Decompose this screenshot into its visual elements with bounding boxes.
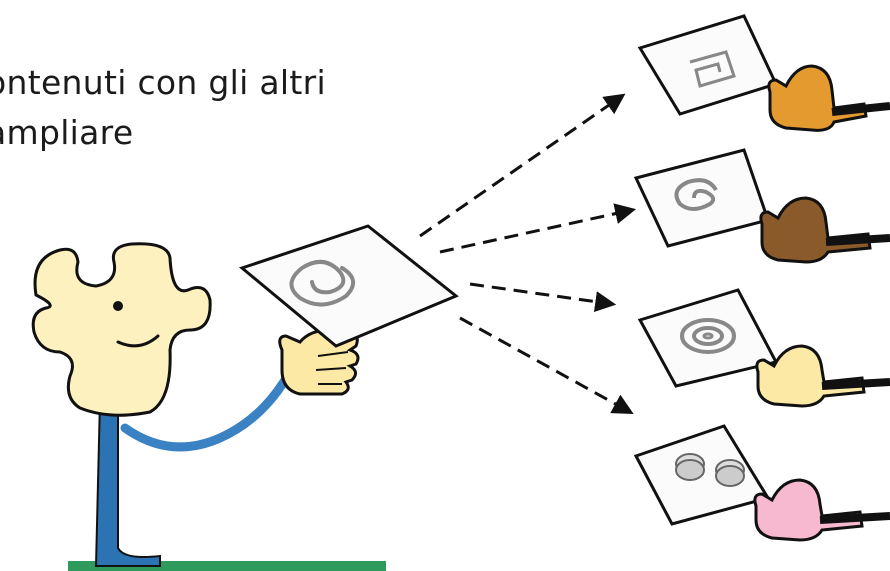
hand-icon: [755, 344, 890, 408]
caption-text: ontenuti con gli altri ampliare: [0, 58, 326, 158]
caption-line-2: ampliare: [0, 113, 134, 152]
spiral-card-icon: [238, 224, 459, 348]
ground-line: [68, 561, 386, 571]
concentric-spiral-card-icon: [637, 288, 779, 388]
dashed-arrow-icon: [419, 93, 637, 415]
person-arm: [120, 375, 290, 452]
person-body: [94, 399, 161, 567]
caption-line-1: ontenuti con gli altri: [0, 63, 326, 102]
square-spiral-card-icon: [637, 14, 779, 116]
leaf-spiral-card-icon: [633, 148, 770, 248]
hand-icon: [753, 478, 890, 542]
puzzle-piece-head-icon: [31, 242, 212, 417]
hand-icon: [767, 64, 890, 132]
hand-icon: [759, 196, 890, 264]
coins-card-icon: [633, 424, 771, 526]
